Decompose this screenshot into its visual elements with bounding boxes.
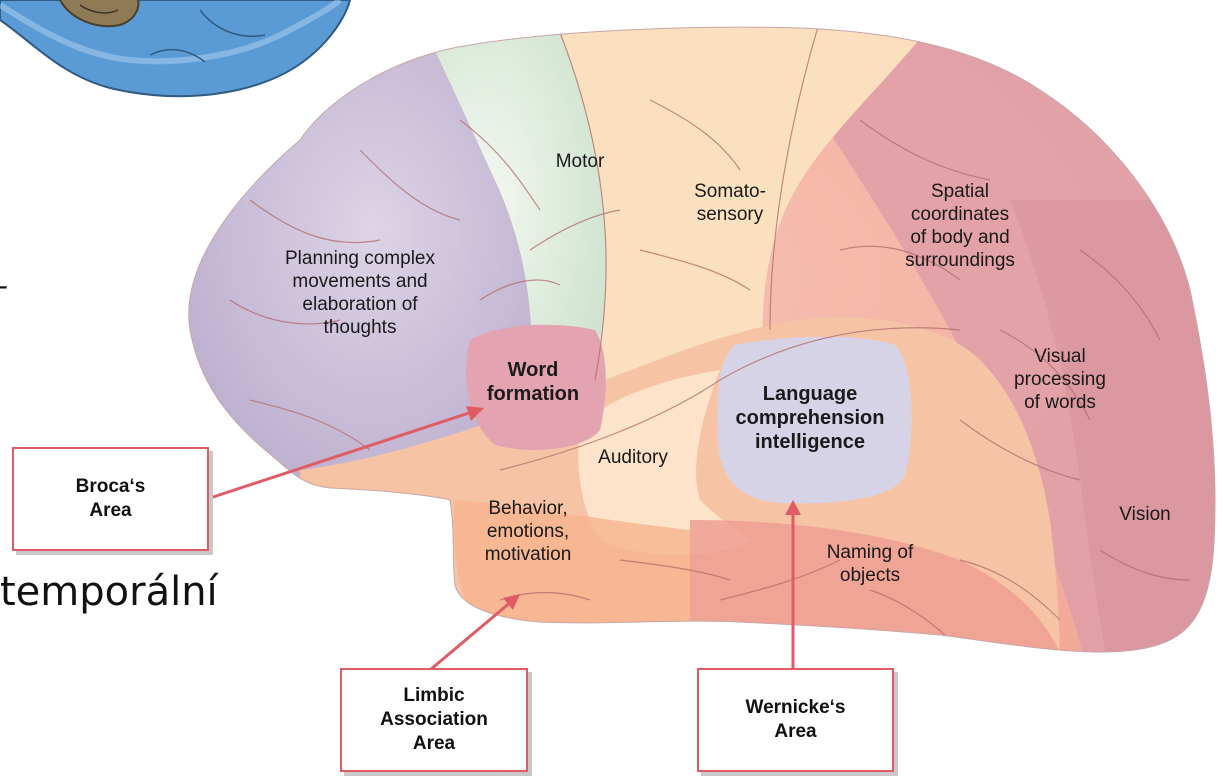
callout-broca-area: Broca‘s Area: [12, 447, 209, 551]
broca-arrow-line: [209, 410, 473, 500]
slide-text-edge-char: -: [0, 270, 8, 302]
label-spatial-coordinates: Spatial coordinates of body and surround…: [905, 181, 1015, 271]
wernicke-arrowhead: [785, 500, 801, 515]
label-somatosensory: Somato- sensory: [694, 181, 766, 225]
label-motor: Motor: [555, 151, 605, 172]
wernicke-region: [717, 336, 912, 504]
limbic-arrowhead: [503, 594, 520, 610]
slide-text-temporal: temporální: [0, 569, 218, 615]
label-visual-processing: Visual processing of words: [1014, 346, 1106, 413]
callout-wernicke-area: Wernicke‘s Area: [697, 668, 894, 772]
label-behavior: Behavior, emotions, motivation: [484, 498, 572, 565]
broca-region: [466, 324, 606, 450]
sulci: [229, 27, 1191, 641]
callout-limbic-association-area: Limbic Association Area: [340, 668, 528, 772]
label-vision: Vision: [1119, 504, 1171, 525]
label-naming-objects: Naming of objects: [826, 542, 914, 586]
label-word-formation: Word formation: [486, 359, 580, 405]
brain-thumbnail: [0, 0, 352, 98]
motor-region: [420, 27, 607, 385]
brain-outline: [188, 26, 1216, 653]
label-planning: Planning complex movements and elaborati…: [285, 248, 435, 338]
limbic-arrow-line: [429, 599, 513, 672]
broca-arrowhead: [466, 406, 484, 421]
callout-arrows: [209, 406, 801, 672]
label-language-comprehension: Language comprehension intelligence: [735, 383, 885, 453]
label-auditory: Auditory: [598, 447, 668, 468]
